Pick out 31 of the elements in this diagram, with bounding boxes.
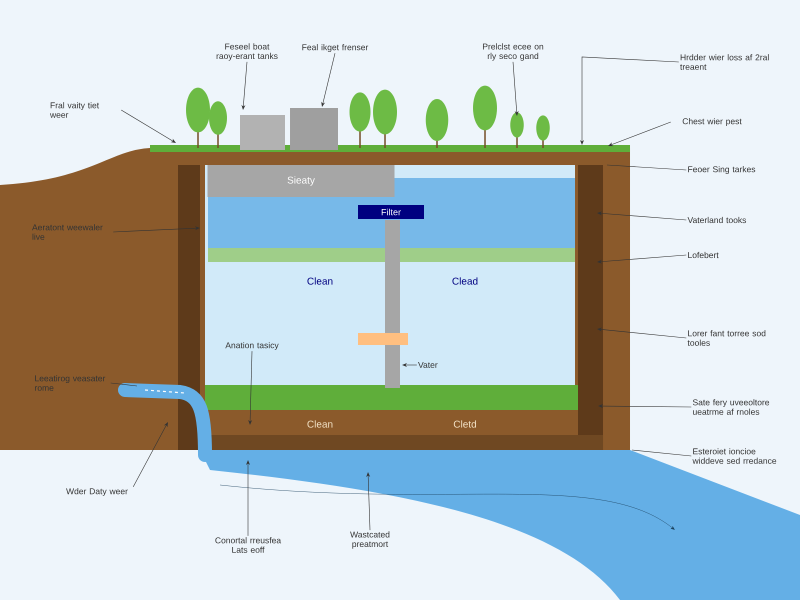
callout-label: Wastcated preatmort	[350, 531, 390, 549]
callout-label: Vaterland tooks	[688, 216, 746, 224]
leader-line	[606, 164, 687, 170]
callout-label: Vater	[418, 362, 438, 368]
callout-label: Feseel boat raoy-erant tanks	[216, 43, 278, 61]
zone-label: Clead	[452, 277, 478, 285]
callout-label: Prelclst ecee on rly seco gand	[482, 43, 544, 61]
callout-label: Hrdder wier loss af 2ral treaent	[680, 54, 769, 70]
callout-label: Feoer Sing tarkes	[688, 166, 756, 174]
zone-label: Clean	[307, 277, 332, 285]
leader-line	[632, 450, 692, 456]
leader-line	[110, 382, 138, 386]
tank-box: Sieaty	[208, 165, 394, 197]
callout-label: Feal ikget frenser	[302, 44, 368, 52]
callout-label: Anation tasicy	[225, 342, 279, 350]
leader-line	[132, 422, 168, 488]
callout-label: Lofebert	[688, 252, 719, 258]
zone-label: Clean	[307, 420, 332, 428]
callout-label: Sate fery uveeoltore ueatrme af rnoles	[692, 399, 770, 415]
leader-line	[608, 122, 672, 146]
callout-label: Esteroiet ioncioe widdeve sed rredance	[692, 448, 776, 464]
callout-label: Wder Daty weer	[66, 488, 128, 496]
callout-label: Lorer fant torree sod tooles	[688, 330, 766, 346]
callout-label: Chest wier pest	[682, 118, 742, 126]
leader-line	[120, 110, 176, 143]
callout-label: Conortal rreusfea Lats eoff	[215, 537, 282, 553]
callout-label: Leeatirog veasater rome	[35, 375, 106, 391]
callout-label: Aeratont weewaler live	[32, 224, 103, 240]
filter-box: Filter	[358, 205, 424, 219]
callout-label: Fral vaity tiet weer	[50, 102, 100, 118]
zone-label: Cletd	[454, 420, 476, 428]
